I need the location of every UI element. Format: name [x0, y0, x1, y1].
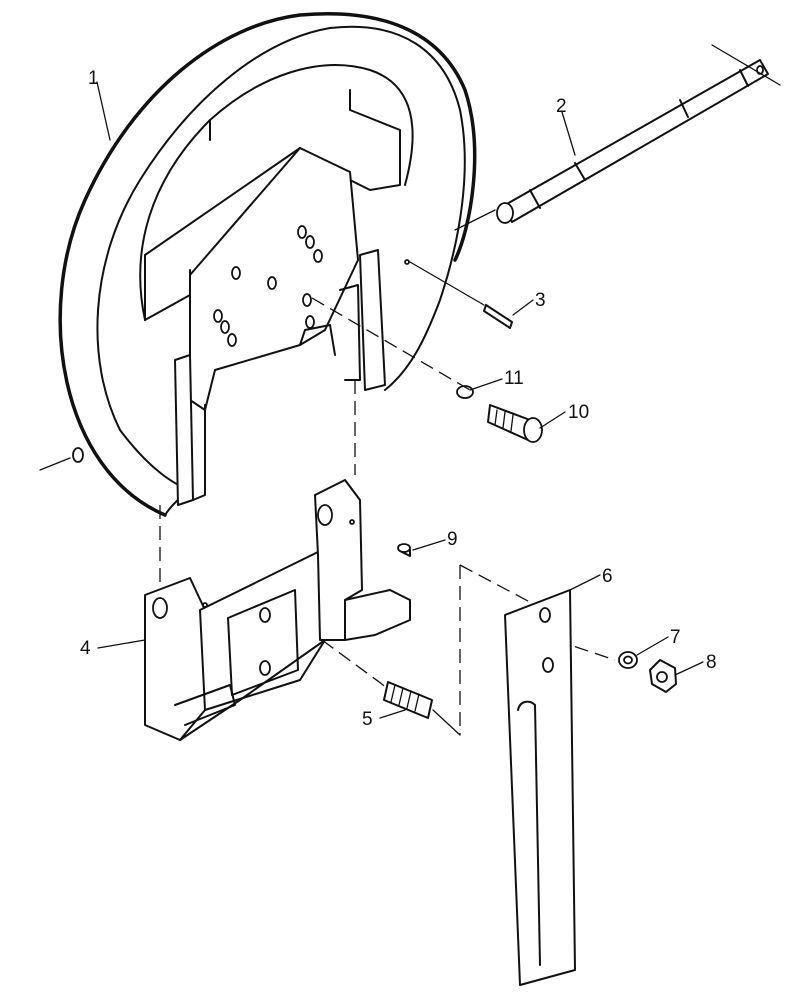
part-3-roll-pin	[409, 261, 513, 329]
callout-5: 5	[362, 709, 373, 730]
callout-3: 3	[535, 290, 546, 311]
part-2-shaft	[454, 44, 781, 231]
callout-labels: 1 2 3 4 5 6 7 8 9 10 11	[80, 68, 717, 730]
part-6-blade	[504, 589, 576, 986]
callout-10: 10	[568, 402, 589, 423]
callout-11: 11	[504, 368, 524, 389]
callout-7: 7	[670, 627, 681, 648]
callout-1: 1	[88, 68, 99, 89]
part-4-bracket	[144, 479, 411, 741]
part-10-bolt	[487, 404, 543, 443]
part-7-washer	[618, 651, 638, 669]
leader-lines	[39, 81, 704, 719]
callout-9: 9	[447, 529, 458, 550]
callout-4: 4	[80, 638, 91, 659]
callout-8: 8	[706, 652, 717, 673]
callout-2: 2	[556, 96, 567, 117]
part-5-stud	[383, 681, 461, 736]
part-1-counterweight	[58, 12, 477, 517]
callout-6: 6	[602, 566, 613, 587]
part-9-set-screw	[397, 543, 411, 557]
part-8-nut	[649, 659, 677, 693]
